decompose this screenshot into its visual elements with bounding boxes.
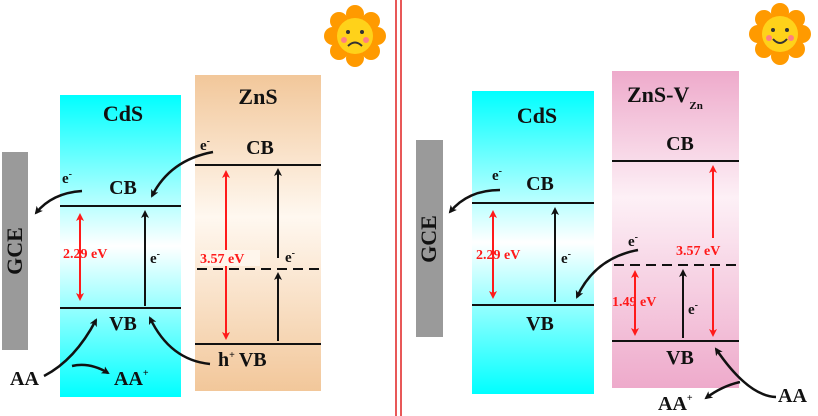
cds-band-box (472, 91, 594, 394)
zns-gap-label-bg (200, 250, 260, 266)
cds-title: CdS (517, 103, 557, 128)
zns-vzn-vb-label: VB (666, 347, 694, 369)
cds-cb-label: CB (109, 177, 137, 199)
gce-label: GCE (416, 215, 441, 263)
cds-to-gce-electron-arrow (448, 188, 501, 214)
zns-electron-transfer-label: e- (200, 136, 210, 154)
zns-vzn-defect-gap-value: 1.49 eV (612, 295, 656, 310)
zns-vzn-bandgap-value: 3.57 eV (676, 244, 720, 259)
zns-hole-vb-label: h+VB (218, 349, 267, 371)
aa-label: AA (10, 368, 39, 390)
cds-bandgap-value: 2.29 eV (476, 248, 520, 263)
left-panel-cds-zns: GCE CdS CB VB 2.29 eV e- ZnS CB 3.57 eV … (2, 5, 386, 397)
aa-oxidation-arrow (71, 363, 110, 375)
cds-electron-label: e- (561, 249, 571, 267)
cds-vb-label: VB (526, 313, 554, 335)
cds-bandgap-value: 2.29 eV (63, 247, 107, 262)
zns-to-cds-hole-arrow (148, 316, 211, 366)
aa-to-vb-arrow (43, 318, 98, 378)
aa-plus-label: AA+ (658, 393, 693, 415)
zns-vzn-electron-label: e- (688, 300, 698, 318)
zns-bandgap-value: 3.57 eV (200, 252, 244, 267)
sad-sun-icon (324, 5, 386, 67)
happy-sun-icon (749, 3, 811, 65)
zns-to-cds-electron-arrow (150, 150, 214, 198)
zns-electron-label: e- (285, 248, 295, 266)
cds-title: CdS (103, 101, 143, 126)
zns-band-box (195, 75, 321, 391)
panel-divider (395, 0, 402, 416)
gce-electrode (416, 140, 443, 337)
cds-vb-label: VB (109, 313, 137, 335)
defect-to-cds-electron-arrow (575, 248, 639, 299)
zns-cb-label: CB (246, 137, 274, 159)
zns-vzn-cb-label: CB (666, 133, 694, 155)
cds-band-box (60, 95, 181, 397)
gce-electron-label: e- (492, 166, 502, 184)
aa-label: AA (778, 385, 807, 407)
aa-to-vb-arrow (714, 347, 777, 399)
zns-title: ZnS (238, 84, 277, 109)
cds-to-gce-electron-arrow (34, 189, 83, 215)
right-panel-cds-zns-vzn: GCE CdS CB VB 2.29 eV e- ZnS-VZn CB 3.57… (416, 3, 811, 415)
aa-oxidation-arrow (704, 380, 741, 400)
defect-electron-transfer-label: e- (628, 232, 638, 250)
cds-electron-label: e- (150, 249, 160, 267)
gce-label: GCE (2, 227, 27, 275)
gce-electrode (2, 152, 28, 350)
zns-vzn-title: ZnS-VZn (627, 82, 703, 112)
aa-plus-label: AA+ (114, 368, 149, 390)
gce-electron-label: e- (62, 169, 72, 187)
cds-cb-label: CB (526, 173, 554, 195)
